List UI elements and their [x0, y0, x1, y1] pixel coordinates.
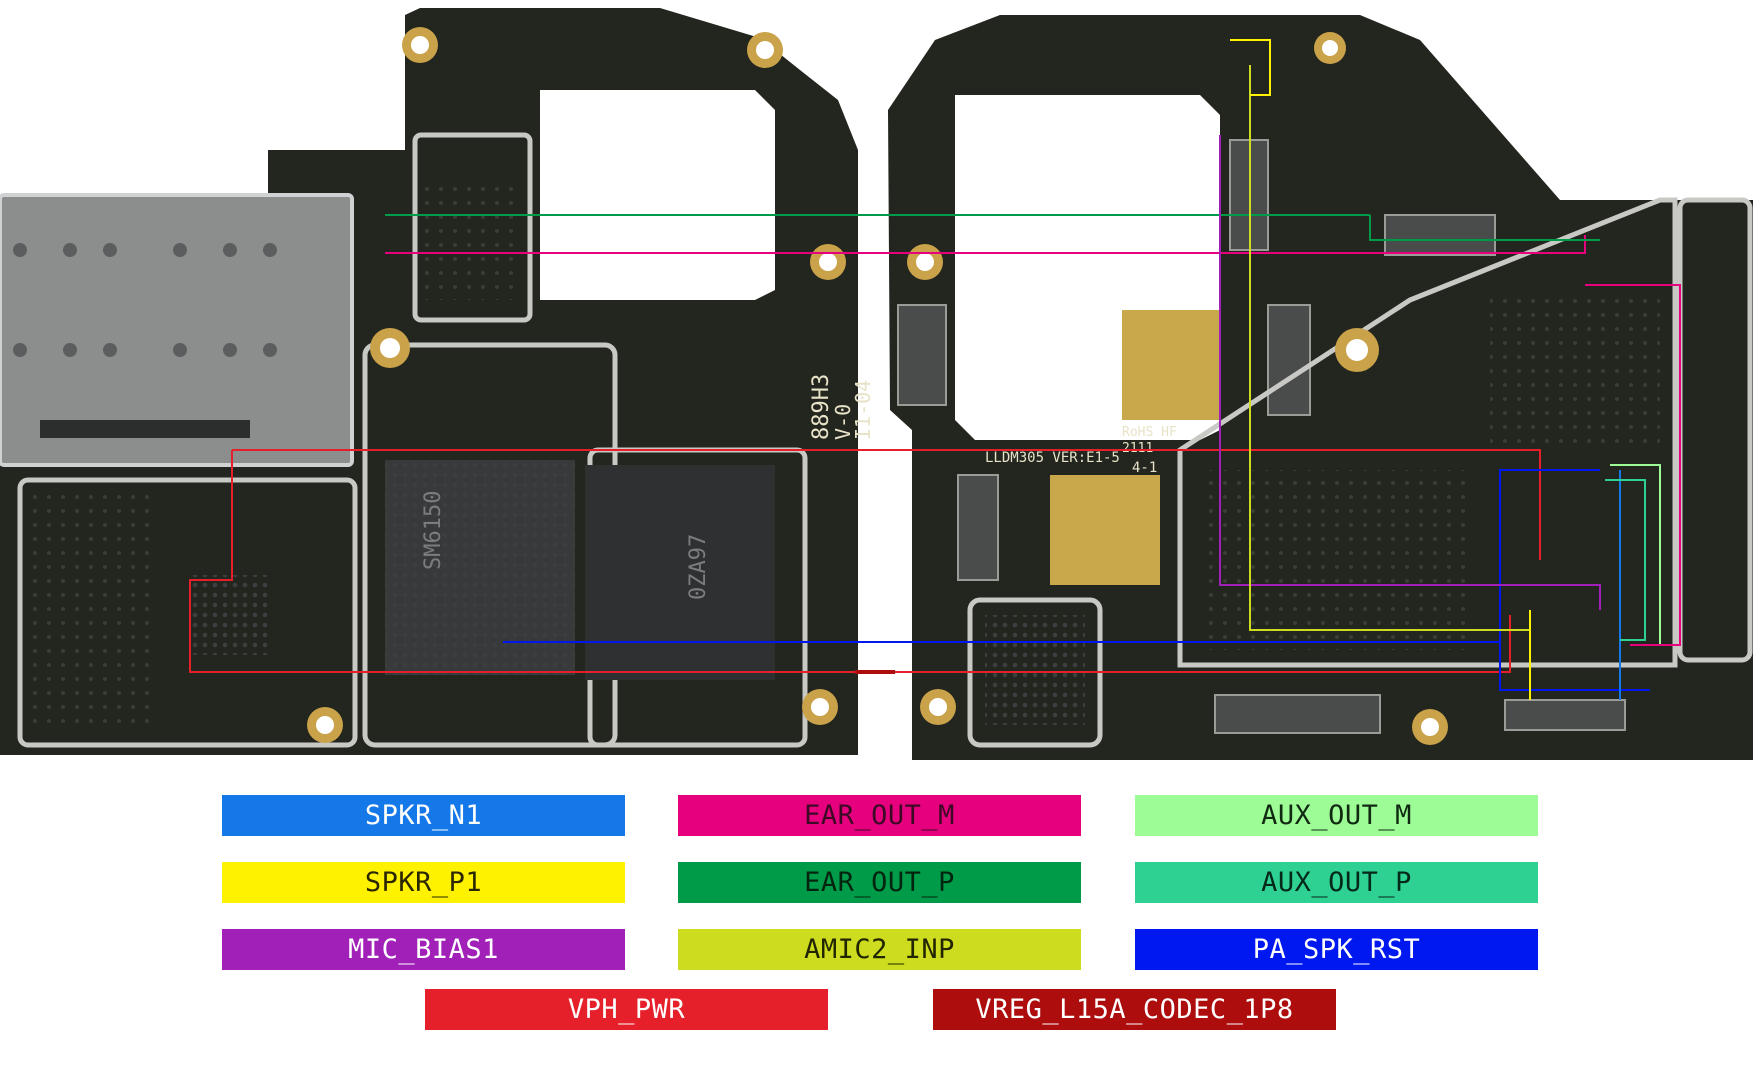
legend-ear-out-p: EAR_OUT_P: [678, 862, 1081, 903]
model-silkscreen: LLDM305 VER:E1-5: [985, 450, 1120, 466]
legend-vph-pwr: VPH_PWR: [425, 989, 828, 1030]
trace-mic-bias1: [1219, 135, 1601, 610]
pcb-board-photo: 889H3 V-0 I1-04 SM6150 0ZA97: [0, 0, 1753, 760]
trace-ear-out-p: [1369, 215, 1600, 241]
legend-aux-out-m: AUX_OUT_M: [1135, 795, 1538, 836]
board-connector: [1214, 694, 1381, 734]
rev-silkscreen: V-0: [831, 404, 855, 440]
board-connector: [1384, 214, 1496, 256]
sub-silkscreen: 4-1: [1132, 460, 1157, 476]
trace-aux-out-m: [1610, 464, 1661, 645]
legend-ear-out-m: EAR_OUT_M: [678, 795, 1081, 836]
legend-spkr-p1: SPKR_P1: [222, 862, 625, 903]
board-connector: [1504, 699, 1626, 731]
board-connector: [957, 474, 999, 581]
trace-aux-out-p: [1605, 479, 1646, 641]
legend-vreg-l15a-codec-1p8: VREG_L15A_CODEC_1P8: [933, 989, 1336, 1030]
board-id-silkscreen: 889H3: [809, 374, 834, 440]
audio-traces: [189, 39, 1681, 700]
board-connector: [1267, 304, 1311, 416]
legend-mic-bias1: MIC_BIAS1: [222, 929, 625, 970]
trace-amic2-inp: [1249, 65, 1530, 631]
memory-label: 0ZA97: [686, 534, 711, 600]
signal-legend: SPKR_N1 EAR_OUT_M AUX_OUT_M SPKR_P1 EAR_OUT_…: [0, 770, 1753, 1073]
code-silkscreen: I1-04: [851, 380, 875, 440]
legend-amic2-inp: AMIC2_INP: [678, 929, 1081, 970]
legend-spkr-n1: SPKR_N1: [222, 795, 625, 836]
trace-vph-pwr: [189, 450, 1511, 673]
trace-pa-spk-rst: [1499, 560, 1650, 691]
legend-aux-out-p: AUX_OUT_P: [1135, 862, 1538, 903]
legend-pa-spk-rst: PA_SPK_RST: [1135, 929, 1538, 970]
memory-chip: [585, 465, 775, 680]
gold-pad: [1050, 475, 1160, 585]
right-board: LLDM305 VER:E1-5 RoHS HF 2111 4-1: [888, 15, 1753, 760]
gold-pad: [1122, 310, 1220, 420]
left-board: 889H3 V-0 I1-04 SM6150 0ZA97: [0, 0, 875, 755]
trace-spkr-p1: [1230, 39, 1271, 96]
date-silkscreen: 2111: [1122, 441, 1153, 456]
rohs-silkscreen: RoHS HF: [1122, 425, 1177, 440]
trace-vph-pwr: [232, 449, 1541, 560]
trace-pa-spk-rst: [503, 469, 1600, 643]
trace-ear-out-m: [1585, 284, 1681, 646]
board-connector: [897, 304, 947, 406]
soc-label: SM6150: [421, 491, 446, 570]
sim-card-tray: [0, 193, 354, 467]
